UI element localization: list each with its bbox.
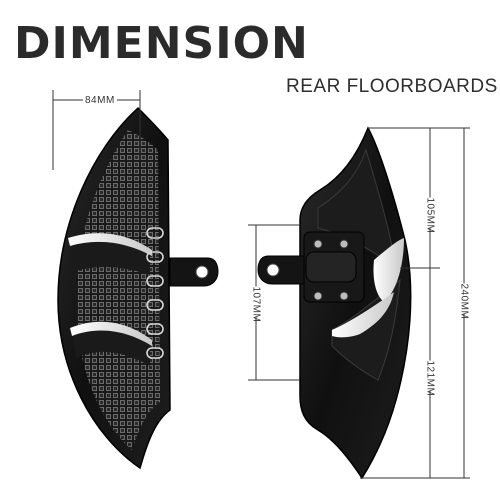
lower-length-label: 121MM <box>424 360 436 397</box>
right-floorboard <box>257 126 412 480</box>
upper-length-label: 105MM <box>424 197 436 234</box>
left-floorboard <box>57 106 219 470</box>
page-subtitle: REAR FLOORBOARDS <box>286 76 498 97</box>
total-length-label: 240MM <box>458 283 470 320</box>
page-title: DIMENSION <box>14 18 309 69</box>
width-label: 84MM <box>83 95 117 106</box>
mount-length-label: 107MM <box>250 286 262 323</box>
